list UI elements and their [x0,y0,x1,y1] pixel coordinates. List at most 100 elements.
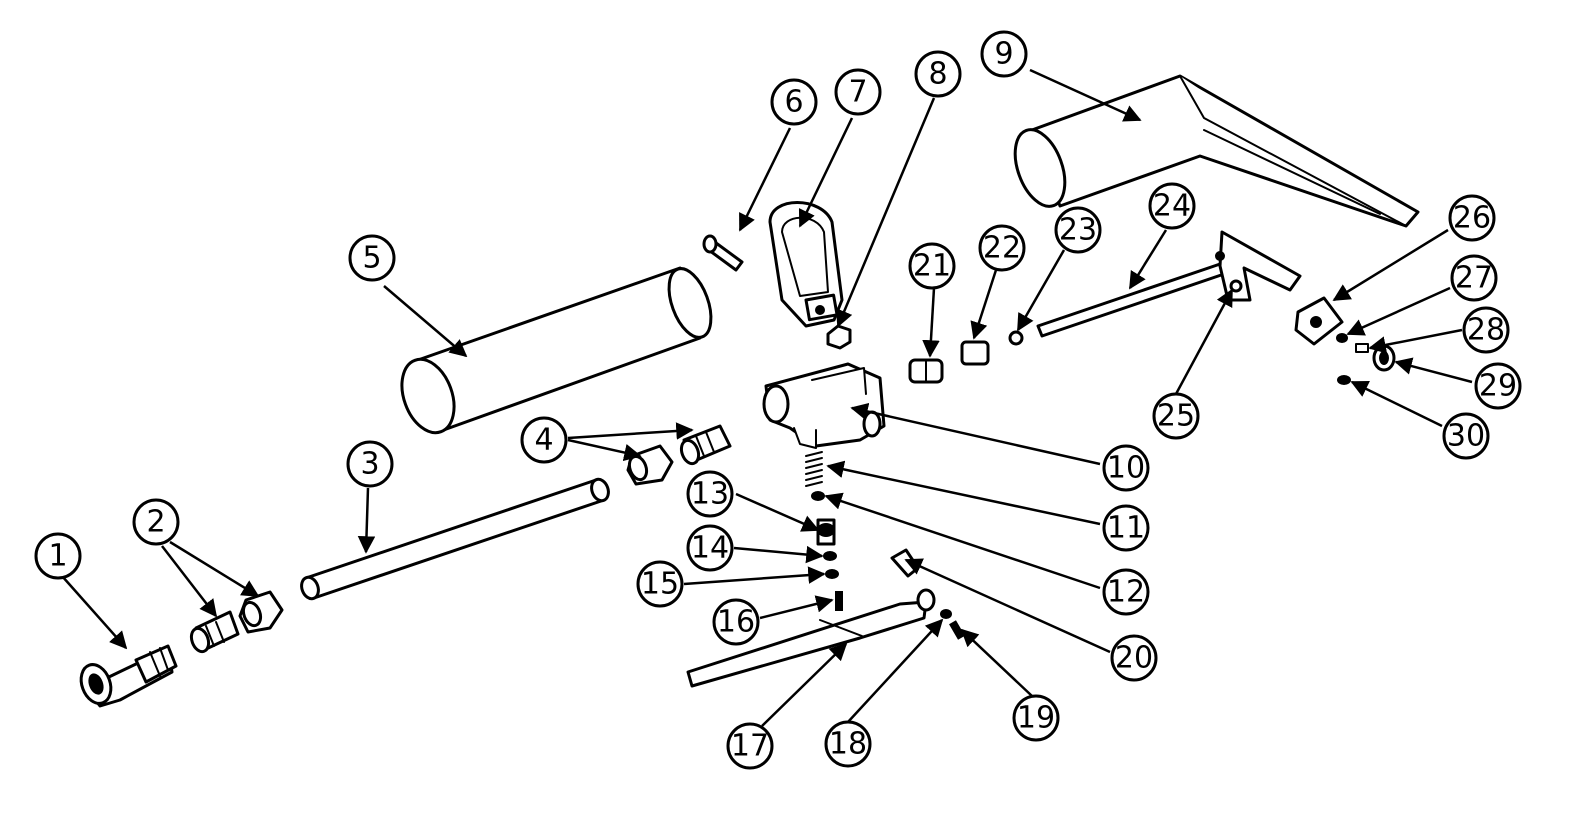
part-13-stem [816,518,836,546]
callout-26-label: 26 [1453,201,1491,236]
callout-7: 7 [834,68,882,116]
callout-17: 17 [726,722,774,770]
leader-26 [1332,228,1449,302]
part-17-lever [686,588,936,688]
part-1-coupling [79,644,178,708]
callout-27-label: 27 [1455,261,1493,296]
callout-2: 2 [132,498,180,546]
leader-17 [761,642,848,727]
leader-8 [836,97,936,328]
callout-9-label: 9 [994,37,1013,72]
callouts-layer: 1 2 3 4 5 6 7 8 9 10 11 12 13 14 15 16 1… [34,30,1522,770]
callout-10: 10 [1102,444,1150,492]
callout-5-label: 5 [362,241,381,276]
part-22-bushing [960,340,990,366]
leader-16 [759,595,834,620]
callout-12-label: 12 [1107,575,1145,610]
part-9-handle [1013,74,1420,228]
part-5-cylinder [400,266,713,435]
leader-10 [850,402,1101,466]
leader-1 [61,575,128,650]
callout-9: 9 [980,30,1028,78]
part-15-oring [825,569,839,579]
part-3-tube [300,477,610,601]
callout-16-label: 16 [717,605,755,640]
leader-4b [567,422,694,440]
callout-22-label: 22 [983,231,1021,266]
callout-26: 26 [1448,194,1496,242]
leader-23 [1016,249,1066,332]
leader-19 [960,628,1033,697]
part-27-washer [1336,333,1348,343]
callout-13: 13 [686,470,734,518]
callout-28-label: 28 [1467,313,1505,348]
callout-12: 12 [1102,568,1150,616]
callout-22: 22 [978,224,1026,272]
callout-2-label: 2 [146,505,165,540]
callout-30: 30 [1442,412,1490,460]
leader-28 [1368,328,1463,354]
callout-6: 6 [770,78,818,126]
part-19-screw [949,620,965,640]
part-14-washer [823,551,837,561]
leader-7 [798,117,854,228]
part-2-fittings [189,590,284,654]
callout-17-label: 17 [731,729,769,764]
leader-6 [738,127,792,232]
leader-5 [383,285,468,358]
leader-18 [847,618,944,723]
part-18-washer [940,609,952,619]
callout-10-label: 10 [1107,451,1145,486]
callout-4: 4 [520,416,568,464]
leader-15 [683,566,826,586]
callout-15-label: 15 [641,567,679,602]
callout-21-label: 21 [913,249,951,284]
callout-19-label: 19 [1017,701,1055,736]
leader-30 [1350,380,1443,428]
callout-16: 16 [712,598,760,646]
callout-7-label: 7 [848,75,867,110]
callout-11-label: 11 [1107,511,1145,546]
callout-3-label: 3 [360,447,379,482]
callout-13-label: 13 [691,477,729,512]
callout-21: 21 [908,242,956,290]
callout-18: 18 [824,720,872,768]
callout-8: 8 [914,50,962,98]
callout-28: 28 [1462,306,1510,354]
part-7-clamp [768,201,844,328]
part-12-ring [811,491,825,501]
leader-24 [1128,229,1168,290]
callout-19: 19 [1012,694,1060,742]
leader-14 [733,545,824,564]
part-16-screw [835,591,843,611]
callout-6-label: 6 [784,85,803,120]
callout-23: 23 [1054,206,1102,254]
callout-20-label: 20 [1115,641,1153,676]
leader-2a [161,545,218,618]
callout-18-label: 18 [829,727,867,762]
leader-11 [826,460,1101,526]
callout-3: 3 [346,440,394,488]
callout-24: 24 [1148,182,1196,230]
callout-5: 5 [348,234,396,282]
leader-2b [169,540,260,598]
leader-27 [1346,286,1451,336]
leader-22 [970,269,998,340]
part-30-screw [1337,375,1351,385]
callout-4-label: 4 [534,423,553,458]
callout-27: 27 [1450,254,1498,302]
part-25-bracket [1215,230,1302,302]
callout-15: 15 [636,560,684,608]
callout-14-label: 14 [691,531,729,566]
callout-14: 14 [686,524,734,572]
callout-30-label: 30 [1447,419,1485,454]
callout-20: 20 [1110,634,1158,682]
callout-29-label: 29 [1479,369,1517,404]
leader-25 [1174,288,1234,395]
part-24-rod [1036,260,1232,338]
leader-lines-layer [61,68,1473,727]
callout-23-label: 23 [1059,213,1097,248]
callout-25-label: 25 [1157,399,1195,434]
part-11-spring [805,451,823,487]
part-29-knurled-nut [1372,344,1396,372]
